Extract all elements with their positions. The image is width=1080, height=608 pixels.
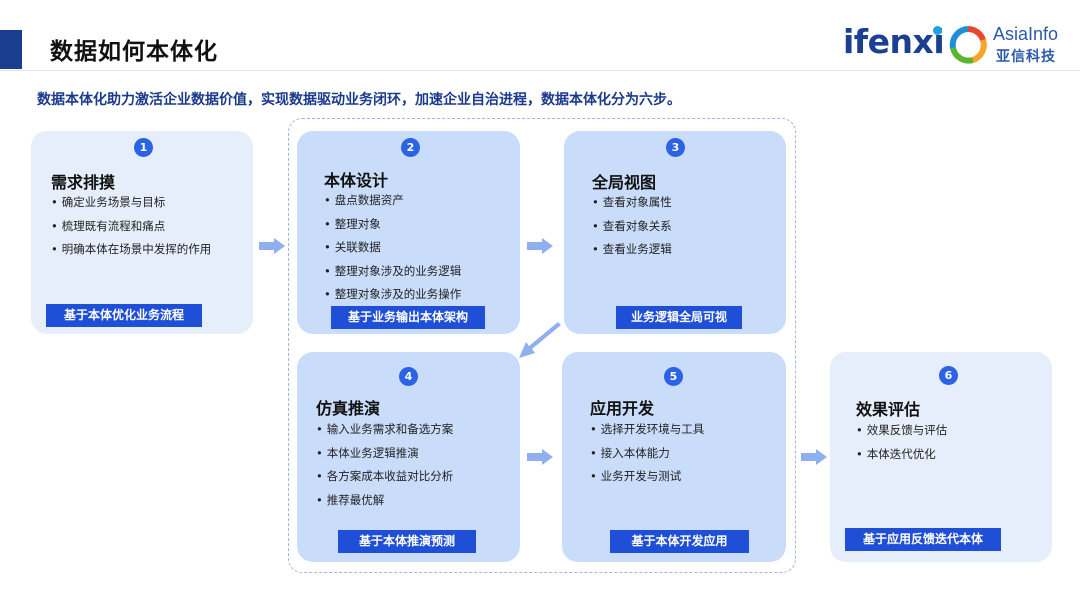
step-bullet: 各方案成本收益对比分析 (316, 465, 454, 489)
step-card-5: 5 应用开发 选择开发环境与工具 接入本体能力 业务开发与测试 基于本体开发应用 (562, 352, 786, 562)
header-divider (0, 70, 1080, 71)
step-number-badge: 3 (666, 138, 685, 157)
step-bullet: 输入业务需求和备选方案 (316, 418, 454, 442)
step-title: 全局视图 (592, 173, 657, 192)
step-number-badge: 4 (399, 367, 418, 386)
step-bullet: 本体业务逻辑推演 (316, 442, 453, 466)
ifenxi-logo-dot (933, 26, 942, 35)
step-tag: 基于应用反馈迭代本体 (845, 528, 1001, 551)
step-bullet: 盘点数据资产 (324, 189, 461, 213)
step-tag: 基于业务输出本体架构 (331, 306, 485, 329)
asiainfo-logo-icon (949, 26, 987, 64)
step-bullet: 梳理既有流程和痛点 (51, 215, 211, 239)
arrow-right-icon (527, 449, 553, 465)
step-bullet: 效果反馈与评估 (856, 419, 948, 443)
step-bullet: 查看对象属性 (592, 191, 672, 215)
arrow-right-icon (259, 238, 285, 254)
step-bullet: 确定业务场景与目标 (51, 191, 211, 215)
arrow-down-left-icon (519, 322, 561, 358)
step-title: 仿真推演 (316, 399, 381, 418)
step-card-1: 1 需求排摸 确定业务场景与目标 梳理既有流程和痛点 明确本体在场景中发挥的作用… (31, 131, 253, 334)
arrow-right-icon (801, 449, 827, 465)
step-tag: 基于本体优化业务流程 (46, 304, 202, 327)
step-card-2: 2 本体设计 盘点数据资产 整理对象 关联数据 整理对象涉及的业务逻辑 整理对象… (297, 131, 520, 334)
step-bullet-list: 选择开发环境与工具 接入本体能力 业务开发与测试 (590, 418, 705, 489)
step-bullet: 整理对象涉及的业务逻辑 (324, 260, 462, 284)
step-bullet: 选择开发环境与工具 (590, 418, 705, 442)
step-title: 需求排摸 (51, 173, 116, 192)
step-title: 效果评估 (856, 400, 921, 419)
step-bullet: 查看业务逻辑 (592, 238, 672, 262)
step-card-4: 4 仿真推演 输入业务需求和备选方案 本体业务逻辑推演 各方案成本收益对比分析 … (297, 352, 520, 562)
step-bullet: 关联数据 (324, 236, 461, 260)
step-bullet-list: 盘点数据资产 整理对象 关联数据 整理对象涉及的业务逻辑 整理对象涉及的业务操作 (324, 189, 462, 307)
step-bullet-list: 查看对象属性 查看对象关系 查看业务逻辑 (592, 191, 672, 262)
step-bullet: 接入本体能力 (590, 442, 704, 466)
step-bullet: 推荐最优解 (316, 489, 453, 513)
step-title: 本体设计 (324, 171, 389, 190)
asiainfo-logo-text: AsiaInfo (993, 24, 1059, 44)
step-card-3: 3 全局视图 查看对象属性 查看对象关系 查看业务逻辑 业务逻辑全局可视 (564, 131, 786, 334)
ifenxi-logo: ifenxi (843, 22, 945, 61)
step-bullet-list: 效果反馈与评估 本体迭代优化 (856, 419, 948, 467)
step-card-6: 6 效果评估 效果反馈与评估 本体迭代优化 基于应用反馈迭代本体 (830, 352, 1052, 562)
steps-group-outline (288, 118, 796, 573)
asiainfo-logo-cn: 亚信科技 (996, 49, 1056, 65)
step-number-badge: 1 (134, 138, 153, 157)
step-bullet: 查看对象关系 (592, 215, 672, 239)
subtitle: 数据本体化助力激活企业数据价值，实现数据驱动业务闭环，加速企业自治进程，数据本体… (37, 92, 681, 108)
step-bullet-list: 输入业务需求和备选方案 本体业务逻辑推演 各方案成本收益对比分析 推荐最优解 (316, 418, 454, 513)
step-bullet-list: 确定业务场景与目标 梳理既有流程和痛点 明确本体在场景中发挥的作用 (51, 191, 212, 262)
step-bullet: 业务开发与测试 (590, 465, 704, 489)
page-title: 数据如何本体化 (50, 39, 218, 65)
step-bullet: 本体迭代优化 (856, 443, 947, 467)
step-bullet: 明确本体在场景中发挥的作用 (51, 238, 212, 262)
step-tag: 基于本体推演预测 (338, 530, 476, 553)
step-title: 应用开发 (590, 399, 655, 418)
step-tag: 基于本体开发应用 (610, 530, 749, 553)
step-tag: 业务逻辑全局可视 (616, 306, 742, 329)
title-accent-bar (0, 30, 22, 69)
step-bullet: 整理对象涉及的业务操作 (324, 283, 462, 307)
step-number-badge: 2 (401, 138, 420, 157)
ifenxi-logo-text: ifenxi (843, 22, 945, 61)
step-bullet: 整理对象 (324, 213, 461, 237)
step-number-badge: 5 (664, 367, 683, 386)
step-number-badge: 6 (939, 366, 958, 385)
arrow-right-icon (527, 238, 553, 254)
